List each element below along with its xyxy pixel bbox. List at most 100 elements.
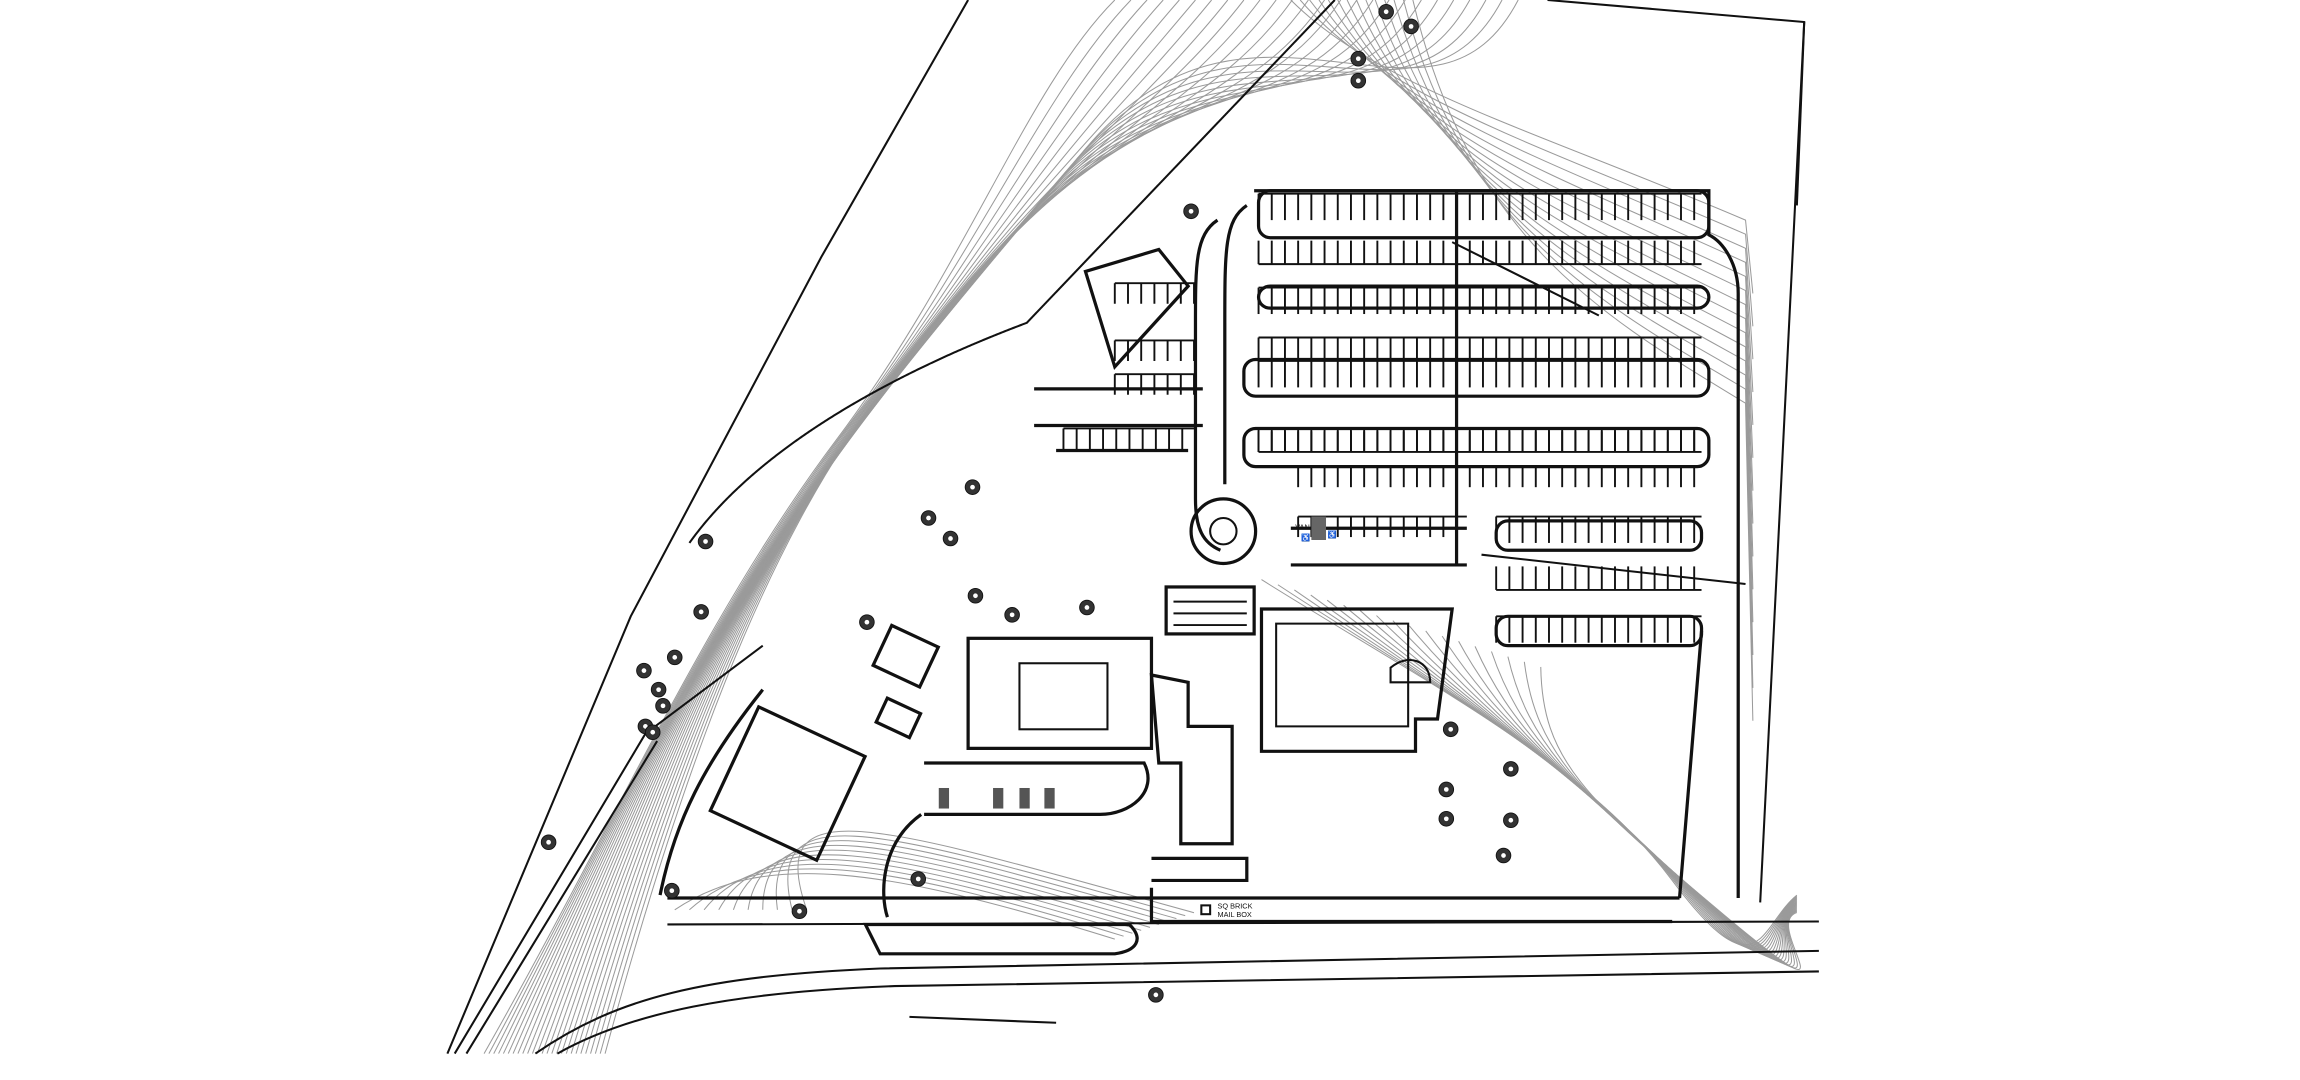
tree-icon	[1148, 987, 1164, 1003]
tree-icon	[1503, 761, 1519, 777]
tree-center	[672, 655, 678, 660]
tree-center	[546, 839, 551, 845]
contour-line	[512, 0, 1213, 1054]
driveways	[658, 189, 1740, 956]
contour-line	[531, 0, 1277, 1054]
tree-icon	[859, 614, 875, 630]
tree-icon	[697, 533, 714, 550]
tree-center	[1188, 208, 1194, 214]
tree-center	[660, 703, 666, 709]
tree-icon	[693, 604, 709, 620]
contour-line	[703, 863, 1133, 934]
parking-island	[1256, 189, 1711, 240]
connector-building	[1149, 672, 1234, 846]
contour-line	[1540, 666, 1801, 971]
contour-line	[1393, 0, 1754, 656]
utility-line	[1451, 241, 1600, 317]
contour-line	[1376, 615, 1798, 956]
tree-center	[1508, 766, 1514, 772]
contour-line	[1425, 630, 1798, 960]
tree-center	[1153, 992, 1159, 998]
tree-center	[1009, 612, 1015, 618]
tree-center	[915, 876, 921, 882]
tree-icon	[655, 698, 671, 714]
contour-line	[488, 0, 1132, 1054]
tree-center	[948, 536, 953, 541]
contour-line	[561, 0, 1374, 1054]
tree-icon	[791, 903, 808, 920]
utility-line	[688, 0, 1336, 544]
tree-icon	[942, 530, 959, 547]
tree-center	[1508, 817, 1514, 823]
tree-center	[1084, 605, 1090, 610]
hatched-stall	[938, 787, 950, 809]
contour-line	[1392, 620, 1798, 957]
contour-line	[1299, 0, 1754, 327]
tree-center	[669, 888, 675, 894]
contour-line	[1310, 594, 1798, 950]
contour-line	[1277, 584, 1798, 947]
tree-icon	[540, 834, 557, 851]
tree-icon	[636, 662, 652, 679]
contour-line	[1412, 0, 1754, 721]
tree-center	[926, 515, 931, 521]
tree-icon	[664, 882, 680, 899]
van-accessible-label: VAN ♿ ♿	[1295, 523, 1336, 542]
contour-line	[541, 0, 1309, 1054]
tree-icon	[666, 649, 683, 666]
contour-line	[787, 835, 1186, 917]
contour-line	[1343, 604, 1798, 953]
trees	[540, 3, 1519, 1003]
contour-line	[1359, 610, 1798, 954]
tree-icon	[1004, 607, 1020, 623]
tree-icon	[1503, 812, 1519, 829]
contour-line	[546, 0, 1325, 1054]
tree-icon	[1438, 811, 1455, 827]
contour-line	[1408, 625, 1798, 958]
tree-icon	[650, 681, 667, 698]
contour-line	[762, 844, 1168, 923]
tree-icon	[967, 587, 984, 604]
parking-island	[1494, 519, 1704, 552]
tree-icon	[1442, 721, 1459, 738]
contour-line	[1490, 651, 1798, 966]
tree-icon	[1350, 72, 1367, 89]
parking-island	[1256, 284, 1711, 310]
tree-center	[698, 609, 704, 615]
tree-icon	[1183, 203, 1199, 220]
tree-center	[970, 484, 975, 490]
tree-center	[864, 619, 870, 625]
classroom-building	[1259, 607, 1455, 753]
tree-icon	[910, 871, 927, 887]
topographic-contours	[483, 0, 1801, 1054]
contour-line	[483, 0, 1116, 1054]
mailbox-label-line1: SQ BRICK	[1217, 901, 1252, 910]
tree-center	[1448, 726, 1454, 732]
contour-line	[1261, 579, 1798, 946]
van-label: VAN	[1295, 523, 1310, 532]
mailbox-icon	[1200, 904, 1212, 916]
contour-line	[718, 858, 1142, 931]
tree-center	[1383, 9, 1389, 15]
contour-line	[747, 849, 1159, 925]
contour-line	[507, 0, 1196, 1054]
tree-icon	[964, 479, 981, 495]
tree-icon	[1350, 50, 1367, 67]
property-boundary	[446, 0, 1806, 1054]
tree-center	[1501, 853, 1506, 858]
contour-line	[1309, 0, 1754, 360]
contour-line	[1384, 0, 1754, 623]
tree-icon	[1495, 847, 1512, 864]
contour-line	[1346, 0, 1754, 491]
canopy	[1164, 585, 1256, 636]
contour-line	[604, 0, 1519, 1054]
contour-line	[1441, 635, 1798, 961]
tree-center	[797, 908, 802, 914]
contour-line	[498, 0, 1164, 1054]
contour-line	[775, 840, 1177, 920]
mailbox: SQ BRICK MAIL BOX	[1200, 901, 1253, 919]
contour-line	[502, 0, 1180, 1054]
tree-center	[1355, 56, 1361, 62]
tree-center	[650, 729, 656, 735]
contour-line	[517, 0, 1229, 1054]
